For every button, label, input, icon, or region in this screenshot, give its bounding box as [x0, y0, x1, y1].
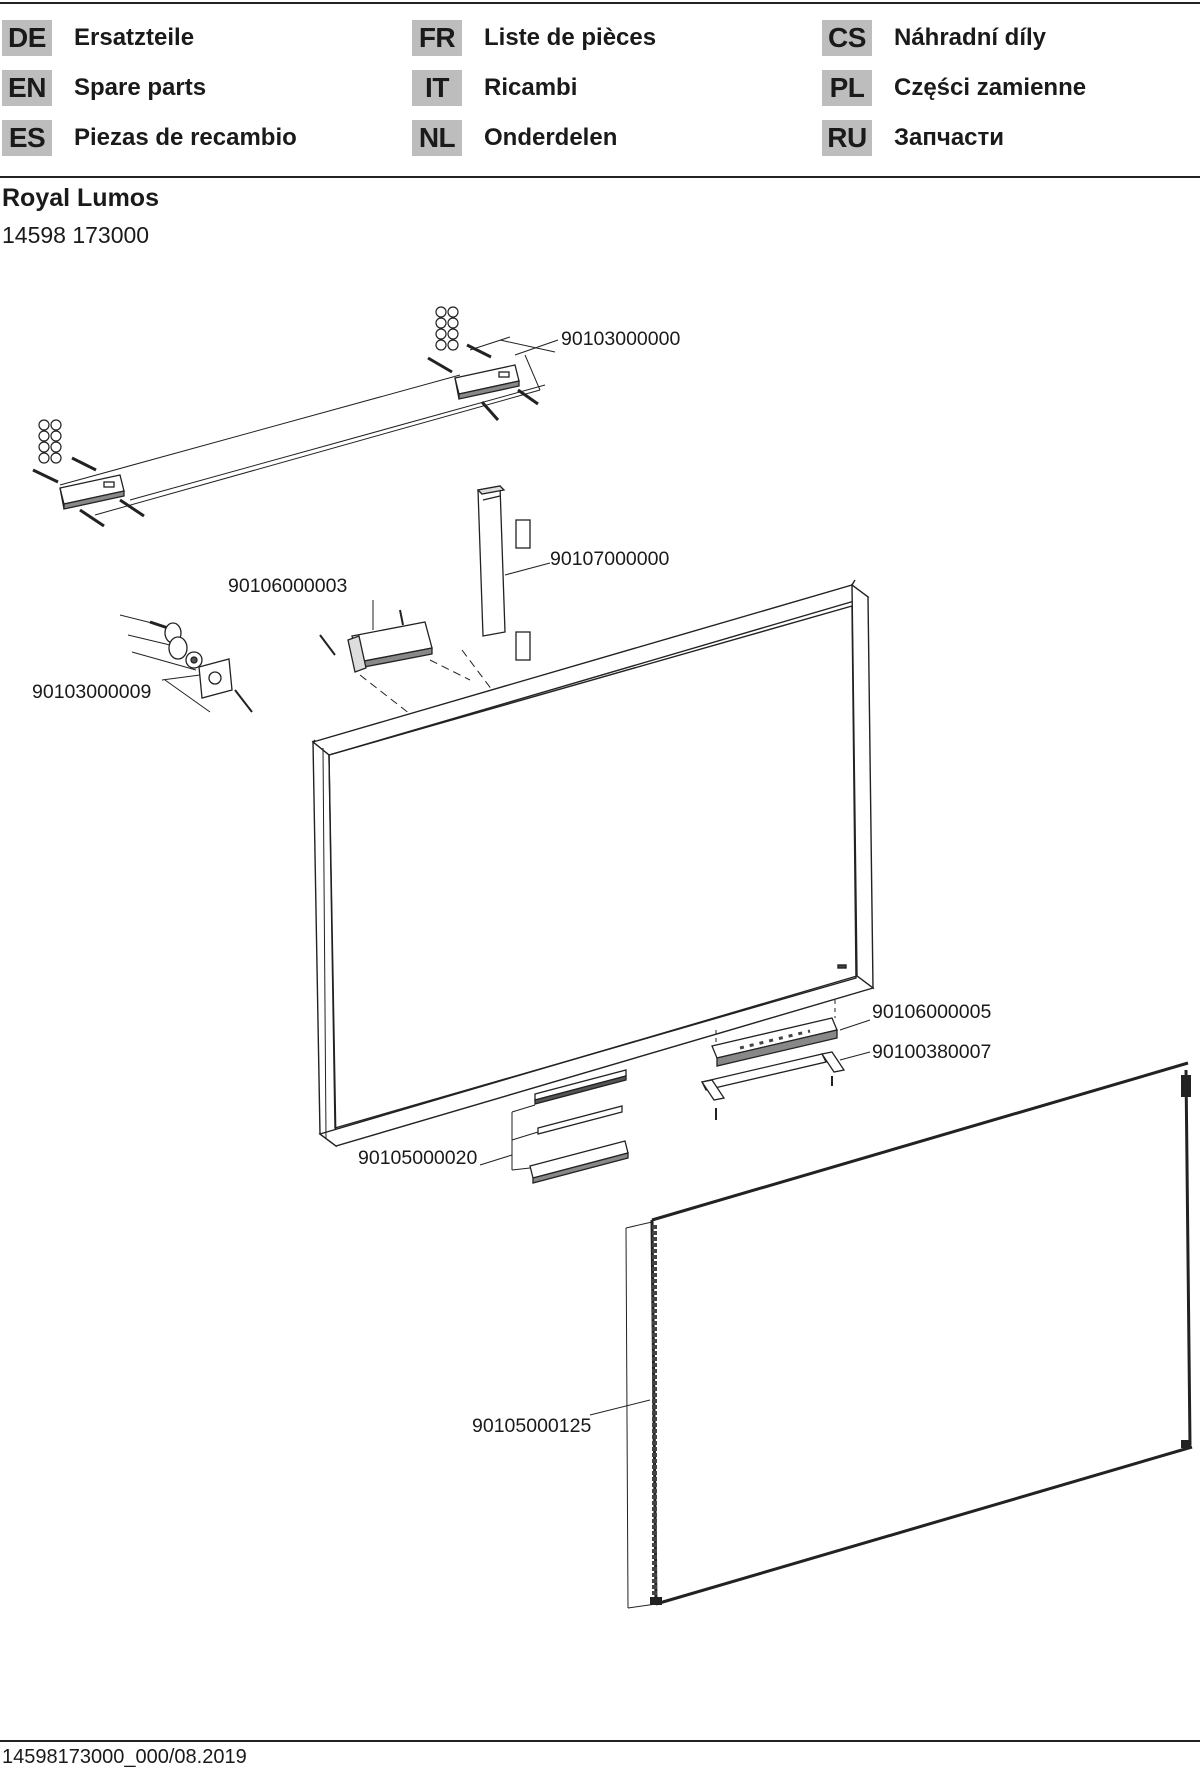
lang-row-pl: PL Części zamienne	[822, 70, 1086, 106]
part-label-bottom-profile: 90105000020	[358, 1147, 477, 1169]
driver-housing	[319, 600, 471, 715]
lang-row-es: ES Piezas de recambio	[2, 120, 297, 156]
part-label-sensor-switch: 90106000005	[872, 1001, 991, 1023]
lang-row-nl: NL Onderdelen	[412, 120, 617, 156]
lang-row-it: IT Ricambi	[412, 70, 577, 106]
lang-code-it: IT	[412, 70, 462, 106]
wall-bracket-assembly	[32, 306, 559, 528]
lang-label-cs: Náhradní díly	[894, 24, 1047, 51]
header-divider	[0, 176, 1200, 178]
lang-code-en: EN	[2, 70, 52, 106]
lang-label-pl: Części zamienne	[894, 74, 1087, 101]
lang-code-ru: RU	[822, 120, 872, 156]
part-label-wall-brackets: 90103000000	[561, 328, 680, 350]
product-number: 14598 173000	[2, 222, 150, 248]
product-name: Royal Lumos	[2, 184, 159, 212]
sensor-switch	[711, 1000, 871, 1067]
lang-label-nl: Onderdelen	[484, 124, 618, 151]
top-rule	[0, 2, 1200, 4]
lang-label-ru: Запчасти	[894, 124, 1005, 151]
footer-divider	[0, 1740, 1200, 1742]
lang-row-ru: RU Запчасти	[822, 120, 1004, 156]
lang-row-en: EN Spare parts	[2, 70, 206, 106]
lang-row-fr: FR Liste de pièces	[412, 20, 656, 56]
led-strip-frame	[589, 1061, 1193, 1609]
lang-row-cs: CS Náhradní díly	[822, 20, 1046, 56]
lang-code-de: DE	[2, 20, 52, 56]
part-label-vertical-cover: 90107000000	[550, 548, 669, 570]
lang-row-de: DE Ersatzteile	[2, 20, 194, 56]
mirror-frame	[311, 579, 875, 1148]
sensor-bracket	[700, 1051, 871, 1120]
lang-code-fr: FR	[412, 20, 462, 56]
wall-bracket-left	[32, 419, 145, 528]
lang-label-fr: Liste de pièces	[484, 24, 657, 51]
vertical-cover	[461, 485, 551, 691]
bottom-profile	[479, 1069, 629, 1184]
lang-code-es: ES	[2, 120, 52, 156]
lang-label-en: Spare parts	[74, 74, 207, 101]
wall-bracket-right	[427, 306, 539, 421]
lang-label-it: Ricambi	[484, 74, 578, 101]
part-label-sensor-bracket: 90100380007	[872, 1041, 991, 1063]
lang-label-es: Piezas de recambio	[74, 124, 297, 151]
part-label-side-fixing-kit: 90103000009	[32, 681, 151, 703]
part-label-led-strip-frame: 90105000125	[472, 1415, 591, 1437]
lang-code-cs: CS	[822, 20, 872, 56]
document-id: 14598173000_000/08.2019	[2, 1746, 247, 1768]
lang-code-pl: PL	[822, 70, 872, 106]
lang-code-nl: NL	[412, 120, 462, 156]
part-label-driver-housing: 90106000003	[228, 575, 347, 597]
lang-label-de: Ersatzteile	[74, 24, 195, 51]
side-fixing-kit	[119, 614, 253, 713]
